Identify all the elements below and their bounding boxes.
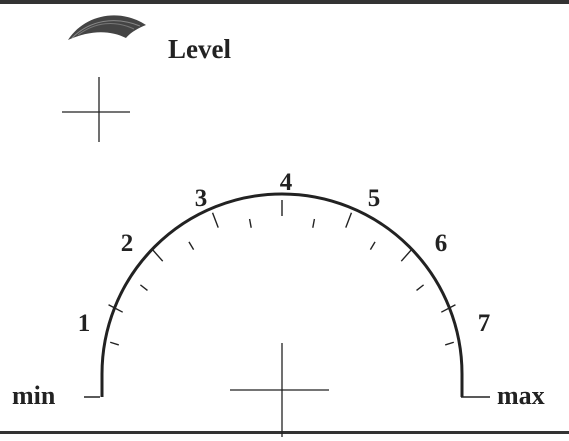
dial-number-6: 6 — [435, 230, 448, 257]
crosshair-icon — [62, 77, 130, 142]
dial-number-7: 7 — [478, 310, 491, 337]
dial-minor-tick — [110, 341, 120, 346]
dial-major-tick — [440, 304, 456, 313]
dial-number-4: 4 — [280, 169, 293, 196]
dial-number-2: 2 — [121, 230, 134, 257]
dial-minor-tick — [369, 241, 376, 250]
dial-minor-tick — [188, 241, 195, 250]
dial-minor-tick — [139, 284, 148, 291]
dial-minor-tick — [444, 341, 454, 346]
dial-major-tick — [400, 248, 413, 262]
center-crosshair-icon — [230, 343, 329, 437]
dial-minor-tick — [416, 284, 425, 291]
bottom-border — [0, 431, 569, 434]
dial-minor-tick — [248, 218, 252, 228]
dial-major-tick — [211, 212, 219, 228]
dial-min-label: min — [12, 381, 56, 410]
dial-number-1: 1 — [78, 310, 91, 337]
dial-ticks — [110, 218, 454, 346]
dial-arc — [100, 192, 464, 375]
dial-major-tick — [345, 212, 353, 228]
dial-leaders — [108, 200, 456, 313]
dial-scale: 1 2 3 4 5 6 7 min max — [12, 169, 545, 410]
dial-max-label: max — [497, 381, 545, 410]
dial-major-tick — [108, 304, 124, 313]
dial-minor-tick — [312, 218, 316, 228]
dial-major-tick — [151, 248, 164, 262]
diagram-title: Level — [168, 34, 231, 64]
top-border — [0, 0, 569, 4]
level-knob-icon — [68, 15, 146, 40]
dial-number-5: 5 — [368, 185, 381, 212]
dial-number-3: 3 — [195, 185, 208, 212]
